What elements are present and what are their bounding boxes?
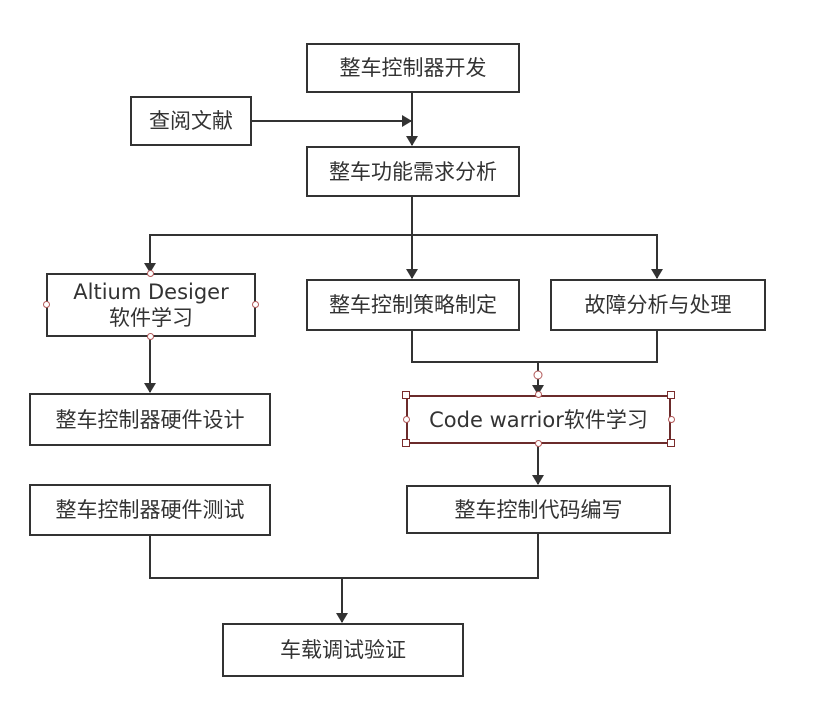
node-altium-learning[interactable]: Altium Desiger 软件学习 (46, 273, 256, 337)
connection-handle[interactable] (252, 301, 259, 308)
node-hardware-design[interactable]: 整车控制器硬件设计 (29, 393, 271, 446)
node-label: 车载调试验证 (280, 638, 406, 662)
connection-handle[interactable] (403, 416, 410, 423)
node-label: 整车控制代码编写 (454, 497, 623, 522)
node-label: 整车控制器硬件设计 (55, 407, 245, 432)
edge-strategy-fault-merge (411, 330, 658, 363)
node-label: 整车控制策略制定 (329, 293, 497, 317)
connection-handle[interactable] (535, 391, 542, 398)
node-literature-review[interactable]: 查阅文献 (130, 96, 252, 146)
connection-handle[interactable] (668, 416, 675, 423)
node-label: 查阅文献 (149, 109, 233, 133)
connection-handle[interactable] (43, 301, 50, 308)
node-label: 整车控制器硬件测试 (55, 498, 245, 522)
edge-hw-test-coding-merge (149, 533, 539, 579)
node-label: 故障分析与处理 (584, 293, 732, 317)
edge-requirements-branch (144, 196, 413, 273)
node-label-line1: Altium Desiger (73, 280, 229, 304)
node-requirements-analysis[interactable]: 整车功能需求分析 (306, 146, 520, 197)
connection-handle[interactable] (147, 270, 154, 277)
node-codewarrior-learning[interactable]: Code warrior软件学习 (406, 395, 671, 444)
connection-handle[interactable] (147, 333, 154, 340)
node-vcu-development[interactable]: 整车控制器开发 (306, 43, 520, 93)
node-label: Code warrior软件学习 (429, 407, 648, 432)
resize-handle[interactable] (402, 391, 410, 399)
node-vehicle-test[interactable]: 车载调试验证 (222, 623, 464, 677)
node-fault-analysis[interactable]: 故障分析与处理 (550, 279, 766, 331)
node-label: 整车功能需求分析 (329, 159, 497, 184)
resize-handle[interactable] (667, 439, 675, 447)
connection-handle[interactable] (533, 370, 543, 380)
edge-requirements-to-fault (412, 234, 663, 279)
node-code-writing[interactable]: 整车控制代码编写 (406, 485, 671, 534)
resize-handle[interactable] (667, 391, 675, 399)
node-hardware-test[interactable]: 整车控制器硬件测试 (29, 484, 271, 536)
resize-handle[interactable] (402, 439, 410, 447)
connection-handle[interactable] (535, 440, 542, 447)
node-control-strategy[interactable]: 整车控制策略制定 (306, 279, 520, 331)
node-label-line2: 软件学习 (109, 306, 193, 330)
node-label: 整车控制器开发 (339, 56, 487, 80)
